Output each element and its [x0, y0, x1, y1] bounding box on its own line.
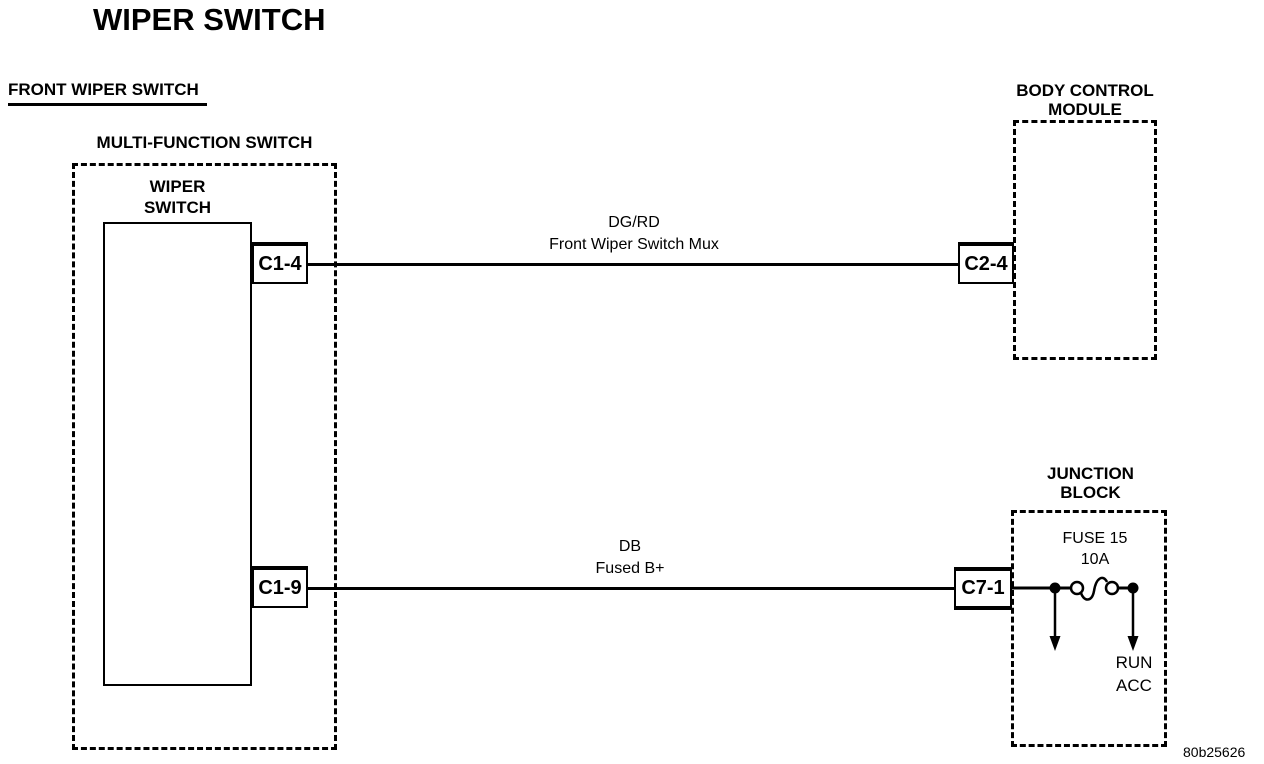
- connector-c2-4: C2-4: [958, 242, 1014, 284]
- connector-c1-4: C1-4: [252, 242, 308, 284]
- junction-block-label: JUNCTION BLOCK: [1013, 464, 1168, 502]
- connector-c7-1: C7-1: [954, 567, 1012, 610]
- fuse-rating: 10A: [1080, 551, 1110, 568]
- connector-c1-9: C1-9: [252, 566, 308, 608]
- wire-db-label: DB Fused B+: [430, 536, 830, 580]
- wire-db: [306, 587, 956, 590]
- fuse-terminal-left-icon: [1069, 580, 1085, 596]
- feed-label-line1: RUN: [1115, 653, 1153, 672]
- wire-dg-rd-color: DG/RD: [608, 214, 660, 231]
- fuse-element-icon: [1079, 576, 1109, 601]
- junction-block-label-line1: JUNCTION: [1047, 464, 1134, 483]
- page-title: WIPER SWITCH: [93, 2, 326, 37]
- fuse-terminal-right-icon: [1104, 580, 1120, 596]
- wire-db-color: DB: [618, 538, 642, 555]
- feed-label-line2: ACC: [1116, 676, 1152, 695]
- feed-arrow-right-icon: [1127, 636, 1139, 651]
- wire-dg-rd: [306, 263, 958, 266]
- fuse-label: FUSE 15 10A: [1020, 528, 1170, 570]
- feed-arrow-left-icon: [1049, 636, 1061, 651]
- multi-function-switch-label: MULTI-FUNCTION SWITCH: [96, 133, 313, 152]
- section-heading: FRONT WIPER SWITCH: [8, 80, 207, 106]
- body-control-module-box: [1013, 120, 1157, 360]
- junction-block-box: [1011, 510, 1167, 747]
- wiper-switch-box: [103, 222, 252, 686]
- wiper-switch-label: WIPER SWITCH: [103, 176, 252, 218]
- bcm-label-line1: BODY CONTROL: [1016, 81, 1154, 100]
- wiper-switch-label-line2: SWITCH: [143, 198, 212, 217]
- bcm-label-line2: MODULE: [1048, 100, 1122, 119]
- figure-id: 80b25626: [1183, 744, 1246, 760]
- wire-db-circuit: Fused B+: [595, 560, 665, 577]
- wiper-switch-label-line1: WIPER: [149, 177, 206, 196]
- junction-block-label-line2: BLOCK: [1060, 483, 1121, 502]
- wire-dg-rd-circuit: Front Wiper Switch Mux: [549, 236, 719, 253]
- fuse-name: FUSE 15: [1062, 530, 1128, 547]
- multi-function-switch-box: [72, 163, 337, 750]
- wire-dg-rd-label: DG/RD Front Wiper Switch Mux: [434, 212, 834, 256]
- feed-run-acc-label: RUN ACC: [1103, 651, 1165, 697]
- body-control-module-label: BODY CONTROL MODULE: [1010, 81, 1160, 119]
- fuse-symbol: [1011, 576, 1139, 651]
